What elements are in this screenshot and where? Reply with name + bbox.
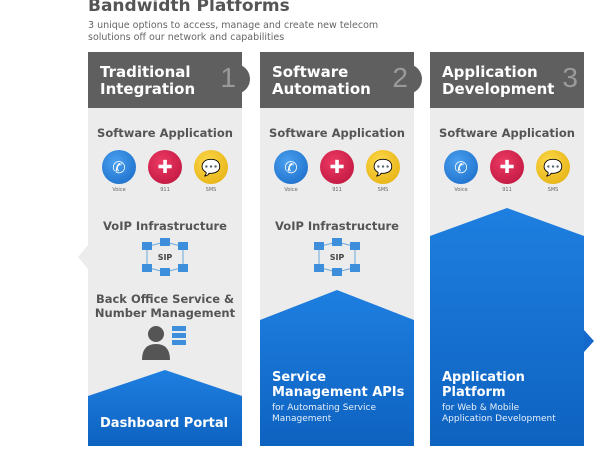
svg-text:SIP: SIP	[330, 253, 345, 262]
chat-bubble-icon: 💬	[194, 150, 228, 184]
software-application-label: Software Application	[269, 126, 405, 140]
right-arrow-icon	[584, 330, 594, 352]
user-server-icon	[142, 326, 186, 360]
page-subtitle: 3 unique options to access, manage and c…	[88, 20, 379, 43]
medical-cross-icon: ✚	[490, 150, 524, 184]
svg-text:SIP: SIP	[158, 253, 173, 262]
phone-icon: ✆	[444, 150, 478, 184]
sip-network-icon: SIP	[142, 238, 188, 276]
software-application-label: Software Application	[97, 126, 233, 140]
sms-app: 💬SMS	[534, 150, 572, 193]
phone-icon: ✆	[102, 150, 136, 184]
phone-icon: ✆	[274, 150, 308, 184]
dashboard-portal-block: Dashboard Portal	[88, 370, 242, 446]
back-office-label: Back Office Service &Number Management	[94, 292, 236, 320]
medical-cross-icon: ✚	[148, 150, 182, 184]
voice-app: ✆Voice	[100, 150, 138, 193]
left-arrow-icon	[78, 245, 88, 269]
step-number: 1	[220, 62, 236, 93]
voice-app: ✆Voice	[442, 150, 480, 193]
step-number: 3	[562, 62, 578, 93]
voice-app: ✆Voice	[272, 150, 310, 193]
sms-app: 💬SMS	[364, 150, 402, 193]
page-title: Bandwidth Platforms	[88, 0, 290, 16]
medical-cross-icon: ✚	[320, 150, 354, 184]
e911-app: ✚911	[488, 150, 526, 193]
app-icons: ✆Voice ✚911 💬SMS	[260, 150, 414, 193]
step-number: 2	[392, 62, 408, 93]
app-icons: ✆Voice ✚911 💬SMS	[430, 150, 584, 193]
sip-network-icon: SIP	[314, 238, 360, 276]
voip-label: VoIP Infrastructure	[275, 219, 399, 233]
software-application-label: Software Application	[439, 126, 575, 140]
voip-label: VoIP Infrastructure	[103, 219, 227, 233]
app-icons: ✆Voice ✚911 💬SMS	[88, 150, 242, 193]
e911-app: ✚911	[146, 150, 184, 193]
chat-bubble-icon: 💬	[536, 150, 570, 184]
sms-app: 💬SMS	[192, 150, 230, 193]
e911-app: ✚911	[318, 150, 356, 193]
chat-bubble-icon: 💬	[366, 150, 400, 184]
